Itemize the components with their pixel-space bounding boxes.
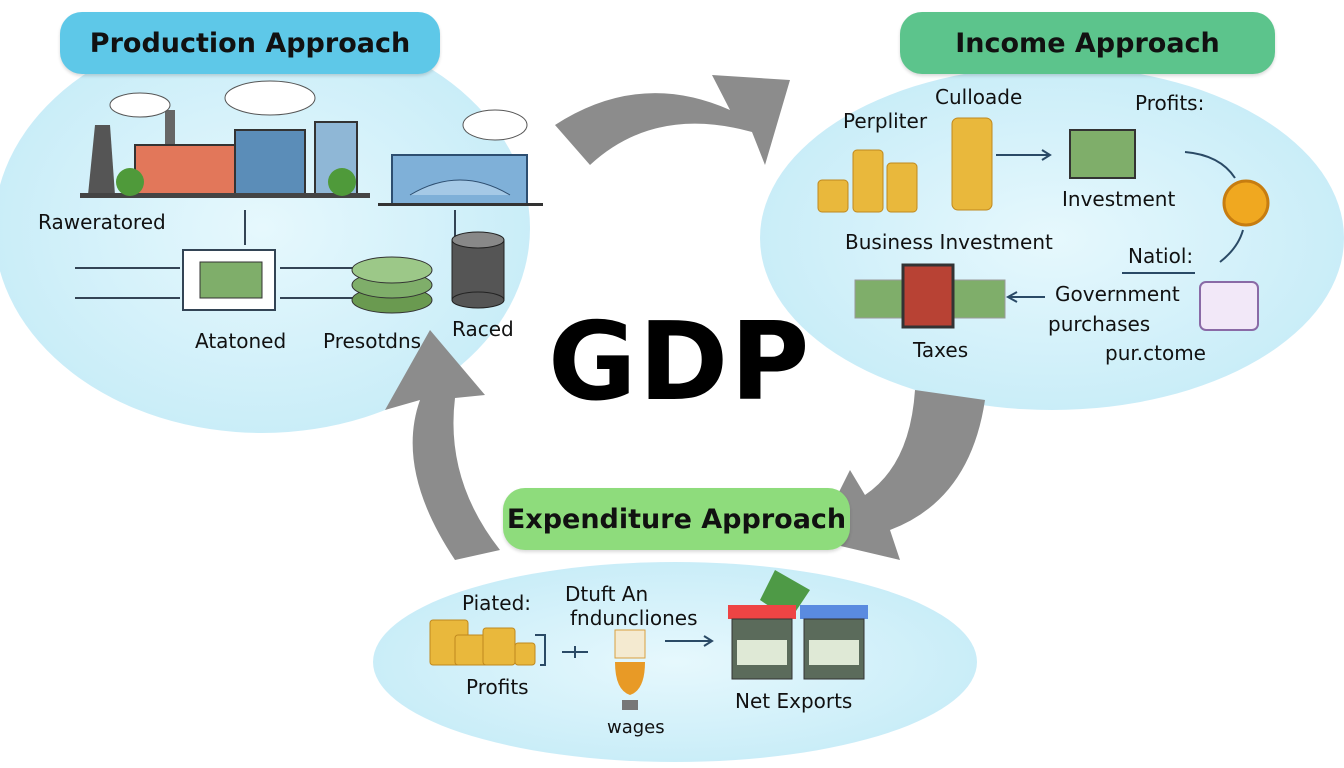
label-purchases: purchases bbox=[1048, 312, 1151, 336]
gold-coin-icon bbox=[1222, 179, 1270, 227]
label-government: Government bbox=[1055, 282, 1180, 306]
market-stall-icon bbox=[728, 570, 868, 680]
warehouse-icon bbox=[378, 154, 543, 206]
investment-banknote-icon bbox=[1069, 129, 1136, 179]
label-profits-expenditure: Profits bbox=[466, 675, 529, 699]
gdp-title: GDP bbox=[548, 300, 812, 425]
label-dtuft-an: Dtuft An bbox=[565, 582, 649, 606]
factory-icon bbox=[80, 80, 528, 198]
arrow-left bbox=[385, 330, 500, 560]
label-piated: Piated: bbox=[462, 591, 532, 615]
label-investment: Investment bbox=[1062, 187, 1176, 211]
label-business-investment: Business Investment bbox=[845, 230, 1053, 254]
label-purctome: pur.ctome bbox=[1105, 341, 1206, 365]
income-arrows bbox=[996, 149, 1244, 303]
arrow-top bbox=[555, 75, 790, 165]
trophy-icon bbox=[614, 629, 646, 710]
taxes-banknote-icon bbox=[854, 263, 1006, 329]
label-raced: Raced bbox=[452, 317, 514, 341]
label-profits: Profits: bbox=[1135, 91, 1205, 115]
gift-box-icon bbox=[1199, 281, 1259, 331]
coins-stack-icon bbox=[429, 619, 536, 666]
label-wages: wages bbox=[607, 717, 665, 738]
cycle-arrows bbox=[385, 75, 985, 560]
expenditure-arrows bbox=[535, 634, 714, 666]
label-atatoned: Atatoned bbox=[195, 329, 287, 353]
coin-stacks-icon bbox=[817, 117, 993, 213]
label-raweratored: Raweratored bbox=[38, 210, 166, 234]
label-net-exports: Net Exports bbox=[735, 689, 853, 713]
banknote-icon bbox=[199, 261, 263, 299]
income-approach-heading: Income Approach bbox=[900, 12, 1275, 74]
money-stack-icon bbox=[351, 256, 433, 314]
arrow-right bbox=[815, 390, 985, 560]
label-natiol: Natiol: bbox=[1128, 244, 1194, 268]
label-presotdns: Presotdns bbox=[323, 329, 422, 353]
expenditure-approach-heading: Expenditure Approach bbox=[503, 488, 850, 550]
production-bubble bbox=[0, 23, 530, 433]
database-icon bbox=[451, 231, 505, 309]
label-culloade: Culloade bbox=[935, 85, 1023, 109]
production-approach-heading: Production Approach bbox=[60, 12, 440, 74]
label-taxes: Taxes bbox=[913, 338, 969, 362]
label-perpliter: Perpliter bbox=[843, 109, 928, 133]
label-fnduncliones: fnduncliones bbox=[570, 606, 698, 630]
